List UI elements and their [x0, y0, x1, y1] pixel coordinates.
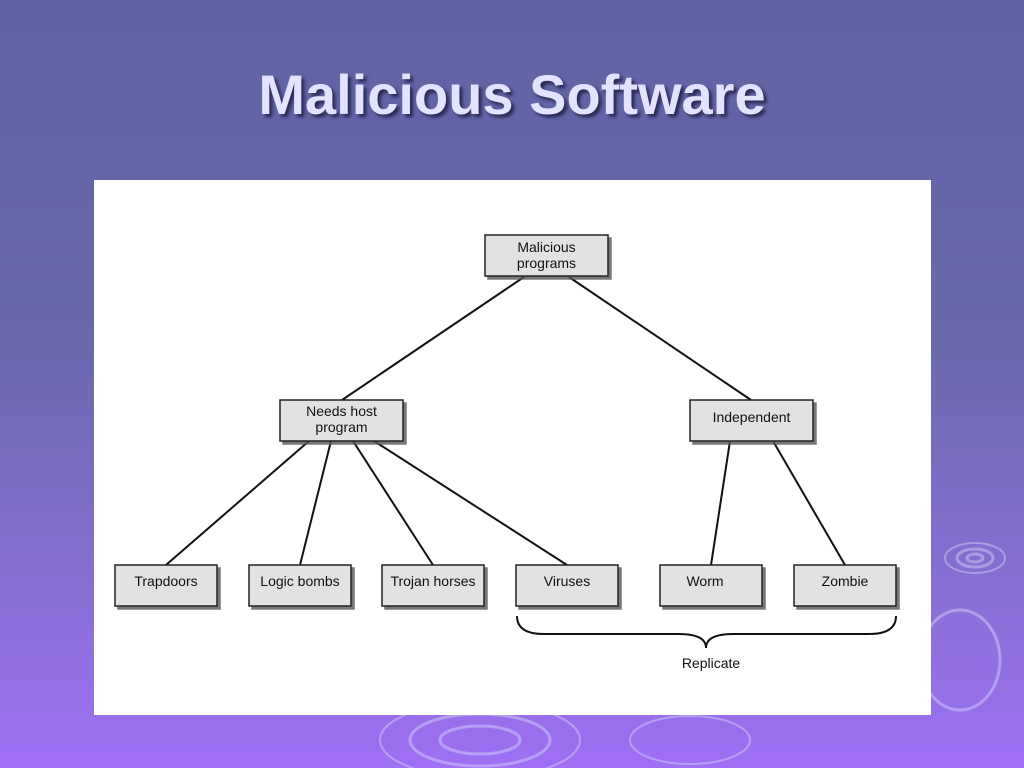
malware-taxonomy-diagram: Malicious programs Needs host program In… — [114, 234, 897, 671]
node-zombie-label: Zombie — [822, 573, 869, 589]
edge-independent-worm — [710, 440, 731, 566]
node-trapdoors: Trapdoors — [114, 564, 218, 607]
node-needs-host: Needs host program — [279, 399, 404, 442]
edge-independent-zombie — [772, 440, 846, 566]
slide-title: Malicious Software — [258, 63, 766, 126]
replicate-label: Replicate — [682, 655, 741, 671]
replicate-brace — [516, 615, 897, 649]
edge-needs-host-logic-bombs — [299, 440, 332, 566]
node-zombie: Zombie — [793, 564, 897, 607]
node-worm: Worm — [659, 564, 763, 607]
edge-needs-host-trapdoors — [165, 440, 310, 566]
node-independent: Independent — [689, 399, 814, 442]
diagram-panel: Malicious programs Needs host program In… — [94, 180, 931, 715]
node-trapdoors-label: Trapdoors — [134, 573, 197, 589]
node-viruses: Viruses — [515, 564, 619, 607]
node-root-line2: programs — [517, 255, 576, 271]
node-needs-host-line1: Needs host — [306, 403, 377, 419]
node-worm-label: Worm — [686, 573, 723, 589]
node-root-line1: Malicious — [517, 239, 575, 255]
node-logic-bombs: Logic bombs — [248, 564, 352, 607]
node-needs-host-line2: program — [315, 419, 367, 435]
node-logic-bombs-label: Logic bombs — [260, 573, 339, 589]
edge-root-needs-host — [341, 276, 525, 401]
node-root: Malicious programs — [484, 234, 609, 277]
edge-root-independent — [568, 276, 752, 401]
node-viruses-label: Viruses — [544, 573, 590, 589]
node-trojan-horses-label: Trojan horses — [390, 573, 475, 589]
edge-needs-host-trojan-horses — [352, 440, 434, 566]
node-independent-label: Independent — [713, 409, 791, 425]
node-trojan-horses: Trojan horses — [381, 564, 485, 607]
edge-needs-host-viruses — [373, 440, 568, 566]
